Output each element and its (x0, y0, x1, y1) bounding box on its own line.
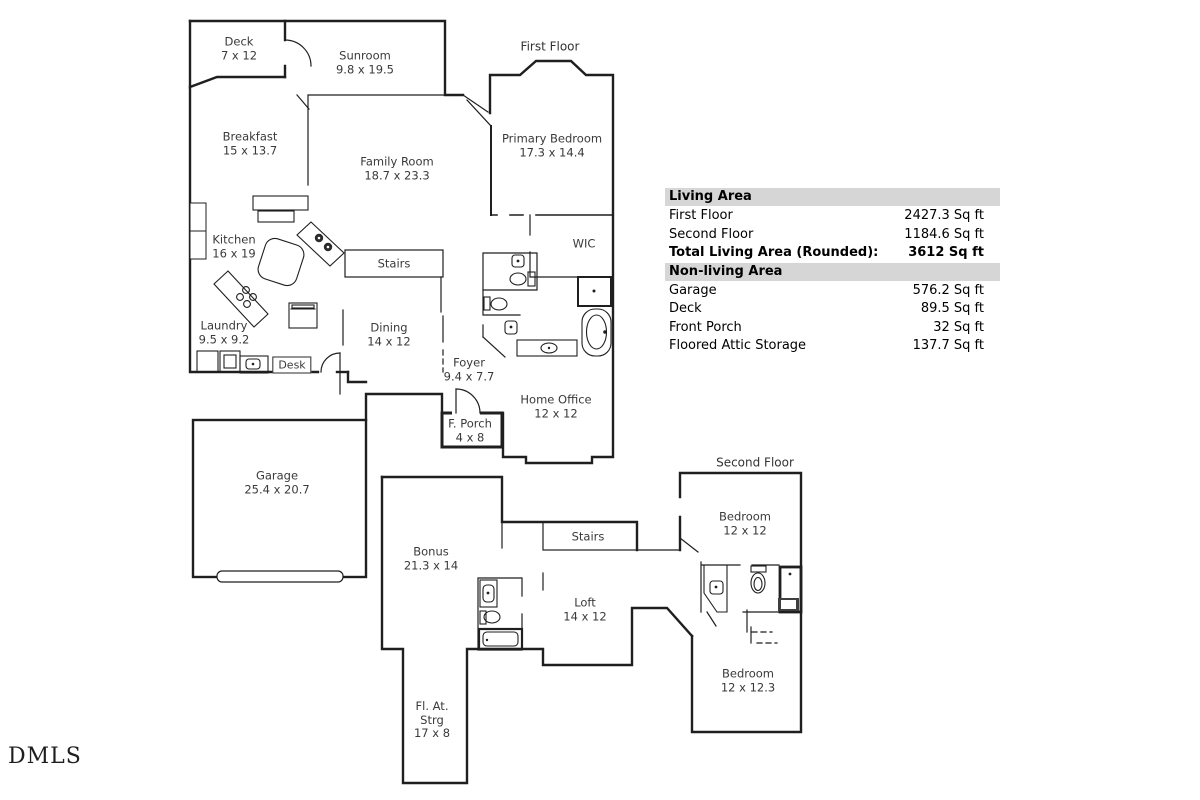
table-row: Floored Attic Storage 137.7 Sq ft (669, 338, 984, 353)
vanity (703, 564, 728, 613)
area-summary-table: Living Area First Floor 2427.3 Sq ft Sec… (665, 188, 1000, 356)
nonliving-area-header: Non-living Area (665, 262, 1000, 281)
toilet-tank (527, 271, 536, 287)
bath-fixtures-2f-left (477, 579, 524, 651)
first-floor-interior-walls (284, 39, 579, 395)
room-label-wic: WIC (572, 236, 596, 251)
watermark-dmls: DMLS (8, 744, 82, 769)
toilet-bowl (750, 572, 766, 594)
room-label-desk: Desk (272, 356, 312, 374)
toilet-bowl (483, 610, 501, 624)
room-label-home-office: Home Office 12 x 12 (520, 392, 592, 420)
room-label-family-room: Family Room 18.7 x 23.3 (360, 154, 434, 182)
bath-fixtures-2f-right (703, 564, 803, 614)
bathtub (477, 627, 524, 651)
sink-cabinet (479, 579, 498, 608)
stairs-box-1f (344, 249, 444, 278)
deck-door-arc (284, 39, 312, 67)
toilet-tank (479, 610, 487, 625)
room-label-sunroom: Sunroom 9.8 x 19.5 (335, 48, 395, 76)
porch-and-garage-door (189, 202, 504, 583)
sink (511, 254, 525, 268)
room-label-laundry: Laundry 9.5 x 9.2 (198, 318, 250, 346)
vanity (516, 339, 578, 357)
second-floor-title: Second Floor (716, 455, 794, 470)
room-label-front-porch: F. Porch 4 x 8 (448, 416, 492, 444)
second-floor-interior-walls (417, 521, 781, 651)
room-label-deck: Deck 7 x 12 (220, 34, 258, 62)
kitchen-island (257, 237, 305, 287)
room-label-breakfast: Breakfast 15 x 13.7 (222, 129, 278, 157)
living-area-header: Living Area (665, 188, 1000, 206)
bath-fixtures-1f (483, 254, 612, 357)
patio-door (462, 94, 489, 113)
dryer (219, 350, 241, 373)
table-row: First Floor 2427.3 Sq ft (669, 208, 984, 223)
primary-door (466, 99, 492, 127)
table-row: Front Porch 32 Sq ft (669, 319, 984, 335)
table-row: Second Floor 1184.6 Sq ft (669, 226, 984, 242)
table-row: Garage 576.2 Sq ft (669, 282, 984, 298)
laundry-sink-cabinet (239, 355, 269, 374)
table-row-total: Total Living Area (Rounded): 3612 Sq ft (669, 245, 984, 260)
room-label-attic-storage: Fl. At. Strg 17 x 8 (413, 698, 451, 740)
garage-door (216, 570, 344, 583)
room-label-stairs-2f: Stairs (571, 529, 605, 544)
stairs-box-2f (542, 521, 638, 551)
room-label-garage: Garage 25.4 x 20.7 (244, 468, 310, 496)
room-label-bonus: Bonus 21.3 x 14 (403, 544, 459, 572)
room-label-stairs-1f: Stairs (377, 256, 411, 271)
front-door-arc (455, 388, 481, 414)
room-label-kitchen: Kitchen 16 x 19 (212, 232, 256, 260)
shower (778, 565, 803, 614)
room-label-primary-bedroom: Primary Bedroom 17.3 x 14.4 (501, 131, 603, 159)
room-label-foyer: Foyer 9.4 x 7.7 (443, 355, 495, 383)
washer (196, 350, 219, 373)
room-label-dining: Dining 14 x 12 (367, 320, 411, 348)
room-label-bedroom-2: Bedroom 12 x 12.3 (720, 666, 776, 694)
laundry-door-arc (320, 352, 341, 373)
room-label-bedroom-1: Bedroom 12 x 12 (718, 509, 772, 537)
table-row: Deck 89.5 Sq ft (669, 301, 984, 316)
toilet-tank (750, 565, 767, 573)
first-floor-title: First Floor (520, 39, 580, 54)
laundry-fixtures (196, 350, 269, 374)
room-label-loft: Loft 14 x 12 (563, 595, 607, 623)
bathtub (581, 308, 612, 357)
shower (577, 276, 612, 307)
kitchen-fixtures (213, 195, 345, 329)
toilet-bowl (509, 272, 527, 286)
